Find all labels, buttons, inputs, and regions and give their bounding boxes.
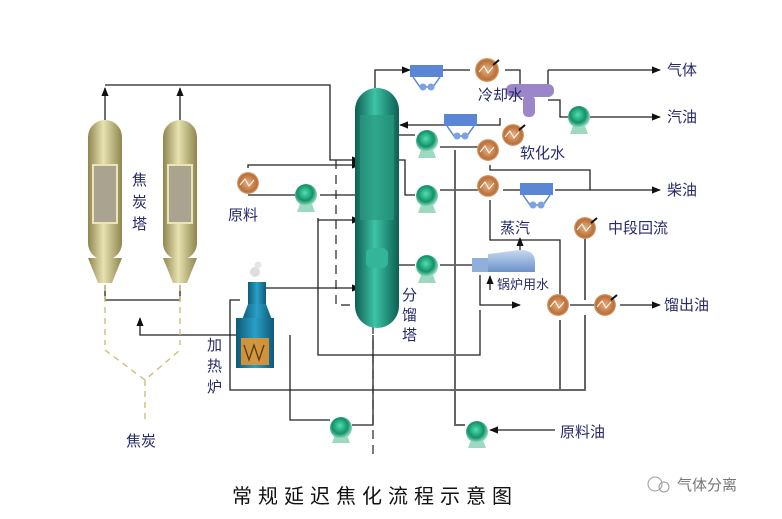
pump-diesel[interactable]	[416, 185, 438, 213]
label-coke: 焦炭	[126, 432, 156, 450]
gas-separator[interactable]	[506, 84, 554, 117]
watermark: 气体分离	[647, 476, 737, 494]
air-cooler-diesel[interactable]	[520, 183, 553, 209]
label-gasoline: 汽油	[667, 108, 697, 126]
exchanger-distillate[interactable]	[594, 294, 618, 316]
label-distillate: 馏出油	[664, 296, 709, 314]
label-gas: 气体	[667, 61, 697, 79]
steam-boiler[interactable]	[472, 250, 535, 272]
pump-reflux[interactable]	[416, 130, 438, 158]
exchanger-soft-water[interactable]	[502, 124, 526, 146]
coke-drum-left[interactable]	[88, 120, 122, 283]
fractionator-column[interactable]	[355, 88, 399, 328]
pump-bottom-side[interactable]	[416, 255, 438, 283]
watermark-text: 气体分离	[677, 476, 737, 494]
exchanger-feed[interactable]	[237, 172, 259, 194]
wechat-icon	[647, 476, 663, 492]
label-diesel: 柴油	[667, 181, 697, 199]
heat-exchangers	[237, 58, 618, 316]
exchanger-mid-reflux[interactable]	[574, 217, 598, 239]
label-coke-drum: 焦炭塔	[132, 171, 147, 233]
coke-drum-right[interactable]	[163, 120, 197, 283]
pump-gasoline[interactable]	[568, 106, 590, 134]
heating-furnace[interactable]	[236, 261, 274, 369]
label-cooling-water: 冷却水	[478, 86, 523, 104]
exchanger-3[interactable]	[547, 294, 569, 316]
label-steam: 蒸汽	[500, 219, 530, 237]
diagram-title: 常规延迟焦化流程示意图	[232, 484, 518, 508]
label-feed-oil: 原料油	[560, 423, 605, 441]
piping	[101, 66, 661, 460]
air-cooler-top[interactable]	[410, 65, 443, 91]
air-cooler-reflux[interactable]	[444, 114, 477, 140]
label-feed: 原料	[228, 206, 258, 224]
pump-feed[interactable]	[295, 184, 317, 212]
pumps	[295, 106, 590, 448]
pump-feed-oil[interactable]	[466, 421, 488, 448]
label-mid-reflux: 中段回流	[608, 219, 668, 237]
label-boiler-water: 锅炉用水	[497, 277, 549, 293]
exchanger-cooling-water[interactable]	[475, 58, 500, 82]
pump-furnace-feed[interactable]	[330, 417, 352, 443]
label-soft-water: 软化水	[520, 144, 565, 162]
label-furnace: 加热炉	[207, 336, 222, 396]
labels: 焦炭塔 分馏塔 加热炉 原料 冷却水 软化水 锅炉用水 蒸汽 气体 汽油 柴油 …	[126, 61, 737, 508]
label-fractionator: 分馏塔	[402, 286, 417, 344]
exchanger-1[interactable]	[477, 139, 499, 161]
exchanger-2[interactable]	[477, 175, 499, 197]
